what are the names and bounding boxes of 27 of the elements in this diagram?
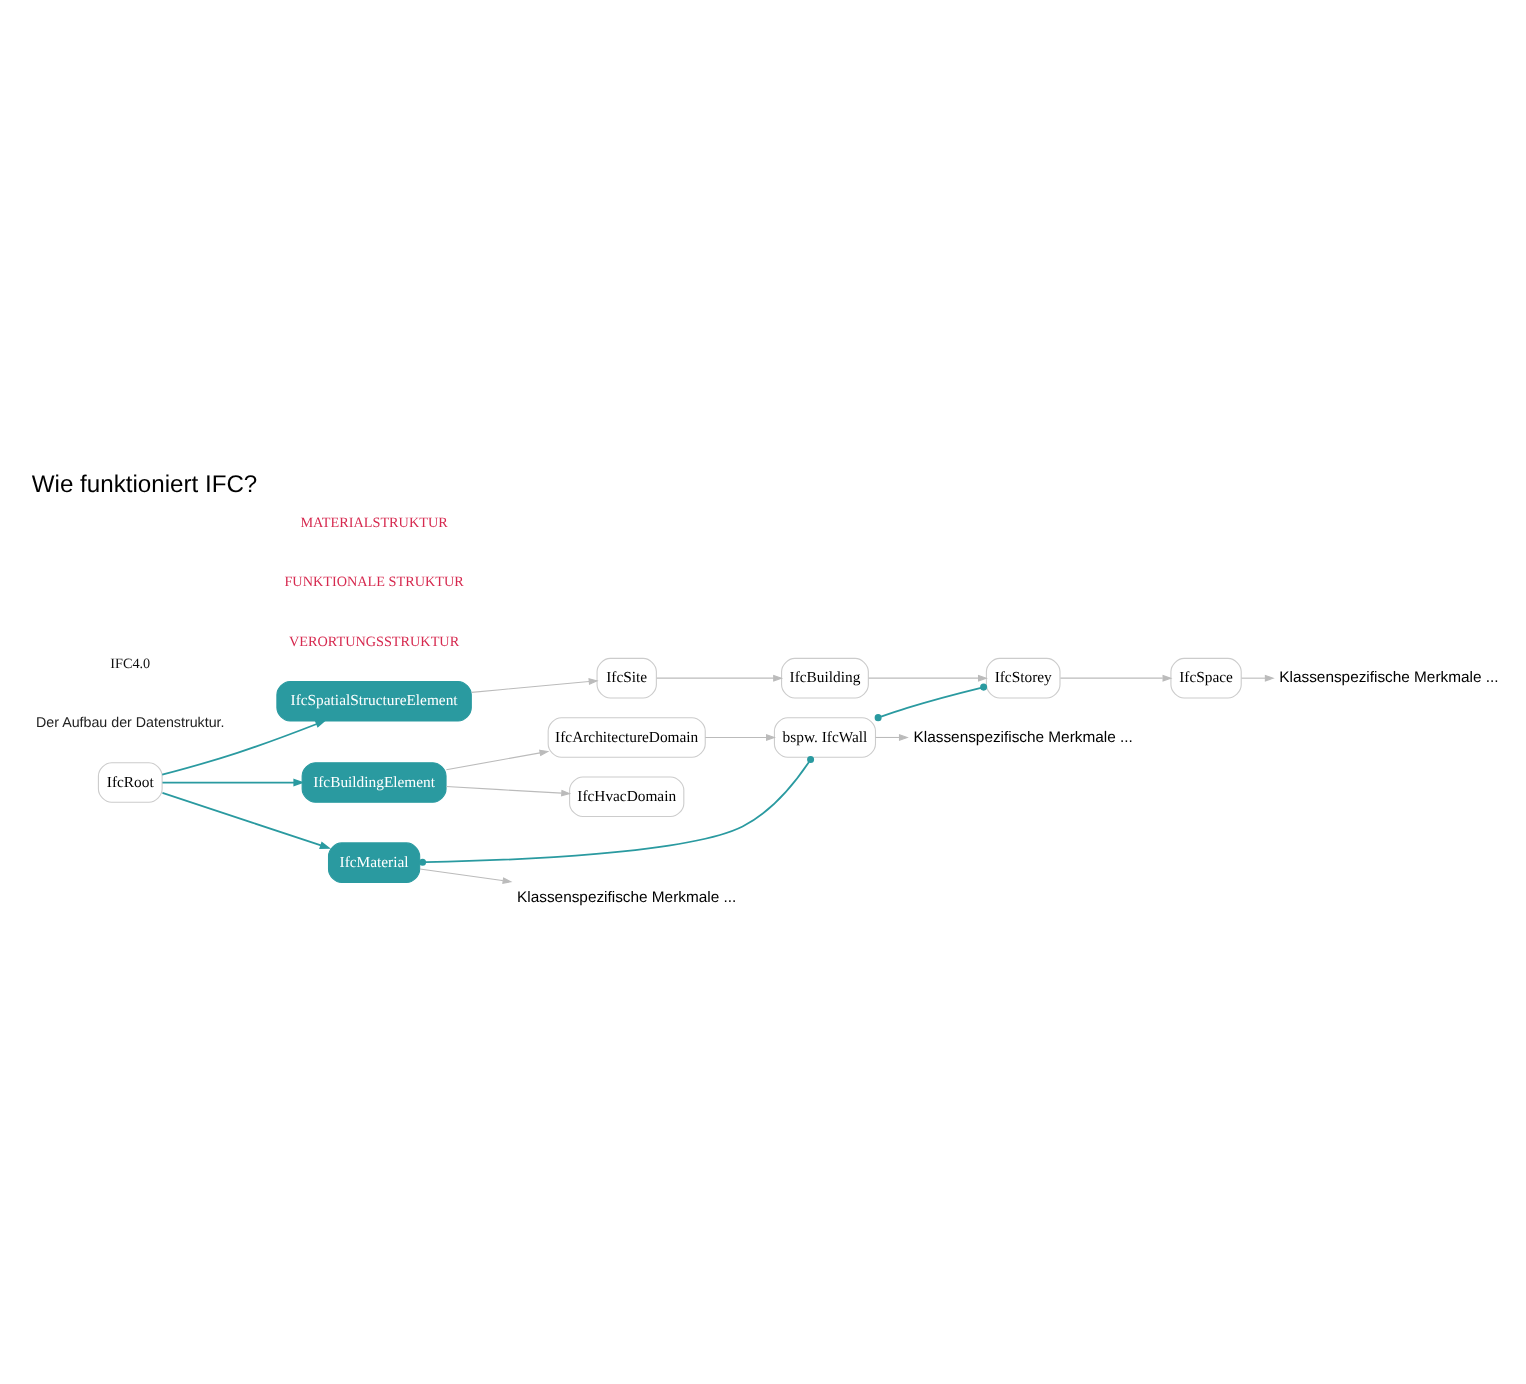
- diagram-title: Wie funktioniert IFC?: [30, 469, 257, 498]
- arrow: [444, 748, 549, 770]
- arrow: [160, 719, 326, 775]
- node-box: IfcBuilding: [780, 656, 868, 698]
- node-box: IfcStorey: [984, 656, 1060, 698]
- node-box: IfcHvacDomain: [568, 775, 684, 817]
- arrow: [873, 733, 908, 740]
- arrow: [160, 777, 304, 786]
- arrow: [1240, 673, 1274, 681]
- node-box: IfcSpatialStructureElement: [275, 679, 471, 721]
- node-box: IfcSite: [595, 656, 656, 698]
- arrow: [867, 673, 987, 681]
- arrow: [703, 733, 775, 740]
- arrow: [1058, 673, 1172, 681]
- arrow: [444, 785, 571, 796]
- node-box: IfcRoot: [96, 761, 162, 802]
- arrow: [160, 790, 330, 848]
- node-box: bspw. IfcWall: [772, 716, 876, 757]
- connector: [418, 755, 814, 865]
- arrow: [655, 673, 783, 681]
- node-box: IfcSpace: [1169, 656, 1241, 698]
- arrow: [418, 867, 512, 883]
- node-box: IfcMaterial: [326, 841, 420, 882]
- node-box: IfcArchitectureDomain: [546, 716, 705, 757]
- arrow: [470, 677, 598, 692]
- connector: [873, 682, 987, 721]
- node-box: IfcBuildingElement: [300, 761, 446, 802]
